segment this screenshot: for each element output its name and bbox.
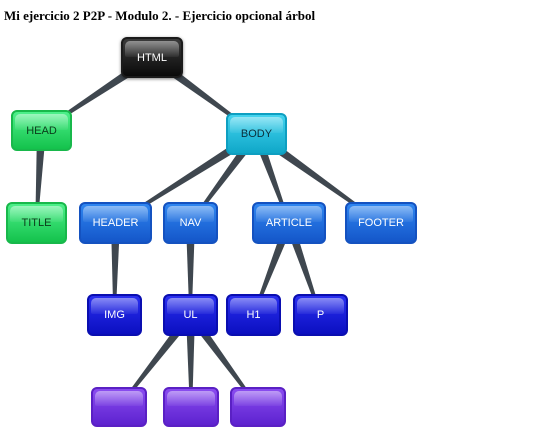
node-label-body: BODY xyxy=(240,128,273,140)
node-label-head: HEAD xyxy=(26,124,57,137)
edge-body-header xyxy=(114,130,259,225)
edge-body-article xyxy=(252,132,291,224)
node-li3 xyxy=(230,387,286,427)
node-nav: NAV xyxy=(163,202,218,244)
node-ul: UL xyxy=(163,294,218,336)
node-label-title: TITLE xyxy=(21,217,52,229)
edge-ul-li2 xyxy=(186,314,195,405)
edge-article-p xyxy=(284,221,322,316)
node-label-article: ARTICLE xyxy=(265,217,313,229)
node-footer: FOOTER xyxy=(345,202,417,244)
node-label-html: HTML xyxy=(137,51,167,64)
node-label-img: IMG xyxy=(104,309,125,321)
node-li2 xyxy=(163,387,219,427)
node-label-p: P xyxy=(316,309,325,321)
edge-body-footer xyxy=(253,130,382,224)
node-body: BODY xyxy=(226,113,287,155)
edge-head-title xyxy=(35,130,46,224)
node-head: HEAD xyxy=(11,110,72,151)
edge-header-img xyxy=(111,222,120,316)
node-title: TITLE xyxy=(6,202,67,244)
node-li1 xyxy=(91,387,147,427)
node-label-footer: FOOTER xyxy=(358,217,404,229)
page-title: Mi ejercicio 2 P2P - Modulo 2. - Ejercic… xyxy=(4,8,316,23)
node-label-ul: UL xyxy=(183,309,198,321)
node-header: HEADER xyxy=(79,202,152,244)
edge-nav-ul xyxy=(186,223,195,315)
node-label-h1: H1 xyxy=(246,309,261,321)
node-label-header: HEADER xyxy=(92,217,139,229)
edge-article-h1 xyxy=(252,221,294,316)
node-label-nav: NAV xyxy=(179,217,202,229)
node-p: P xyxy=(293,294,348,336)
node-h1: H1 xyxy=(226,294,281,336)
node-article: ARTICLE xyxy=(252,202,326,244)
node-img: IMG xyxy=(87,294,142,336)
node-html: HTML xyxy=(121,37,183,78)
